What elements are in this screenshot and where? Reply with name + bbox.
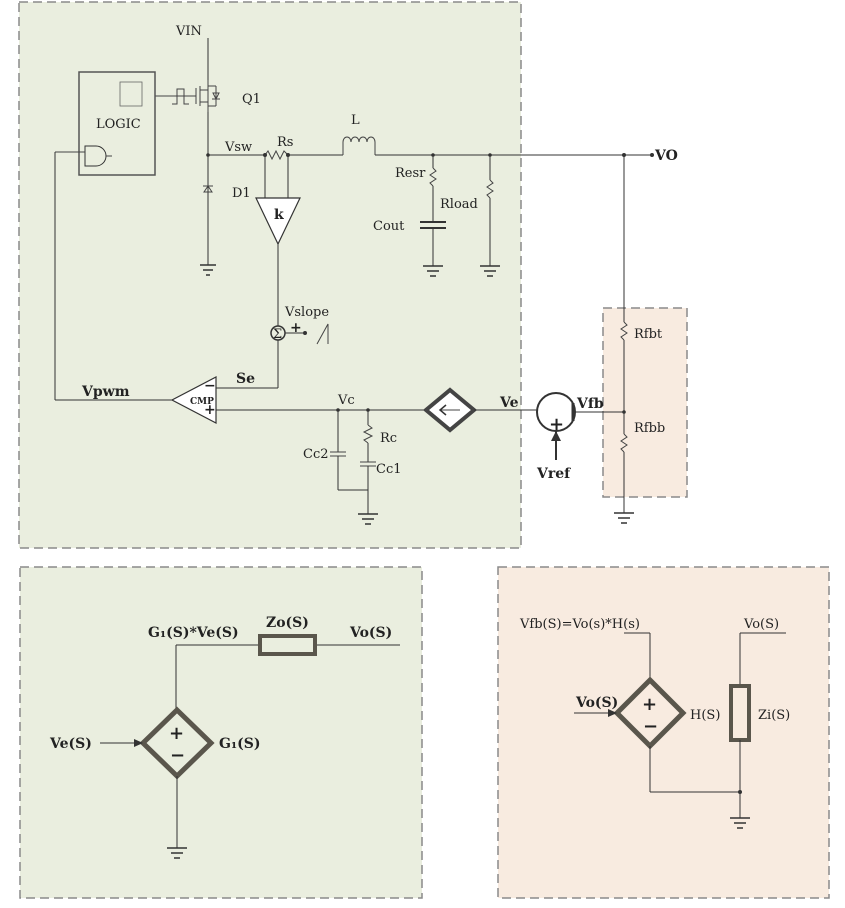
vo-in-label: Vo(S) — [575, 695, 618, 711]
q1-label: Q1 — [242, 92, 261, 107]
g1-minus: − — [170, 745, 185, 766]
h-minus: − — [643, 716, 658, 737]
rfbb-label: Rfbb — [634, 421, 665, 436]
h-plus: + — [642, 694, 657, 715]
sigma-label: Σ — [273, 327, 282, 342]
inductor-l — [342, 136, 376, 155]
ground-feedback — [614, 512, 634, 524]
ramp-icon — [316, 323, 329, 345]
feedback-divider-panel — [602, 307, 688, 498]
d1-label: D1 — [232, 186, 251, 201]
ground-feedback-model — [730, 817, 750, 829]
cmp-label: CMP — [190, 397, 214, 407]
error-plus: + — [549, 414, 564, 435]
cmp-comparator — [170, 376, 217, 424]
rfbt-resistor — [620, 321, 628, 341]
rc-resistor — [362, 424, 374, 444]
ground-d1 — [200, 264, 216, 276]
g1-label: G₁(S) — [219, 736, 260, 752]
k-label: k — [274, 207, 284, 223]
vin-label: VIN — [175, 24, 202, 39]
resr-label: Resr — [395, 166, 426, 181]
vo-top-label: Vo(S) — [743, 617, 779, 632]
vc-label: Vc — [337, 393, 355, 408]
g1-ve-label: G₁(S)*Ve(S) — [148, 625, 239, 641]
ve-in-label: Ve(S) — [49, 736, 92, 752]
rfbb-resistor — [620, 433, 628, 453]
and-gate-icon — [84, 145, 107, 167]
vslope-plus: + — [290, 320, 302, 336]
l-label: L — [351, 113, 360, 128]
output-model-panel — [19, 566, 423, 899]
power-stage-panel — [18, 1, 522, 549]
ground-output-model — [167, 847, 187, 859]
ve-label: Ve — [499, 395, 519, 411]
vref-label: Vref — [536, 466, 571, 482]
zo-impedance — [258, 634, 317, 656]
g1-plus: + — [169, 723, 184, 744]
vo-out-label: Vo(S) — [349, 625, 392, 641]
vfb-eq-label: Vfb(S)=Vo(s)*H(s) — [519, 617, 640, 632]
h-label: H(S) — [690, 708, 720, 723]
cout-label: Cout — [373, 219, 405, 234]
cmp-minus: − — [204, 378, 216, 394]
ground-comp — [358, 513, 378, 525]
se-label: Se — [236, 371, 255, 387]
cmp-plus: + — [204, 402, 216, 418]
cc1-label: Cc1 — [376, 462, 402, 477]
vpwm-label: Vpwm — [81, 384, 130, 400]
vsw-label: Vsw — [224, 140, 252, 155]
zo-label: Zo(S) — [266, 615, 309, 631]
k-amplifier — [255, 197, 301, 246]
zi-label: Zi(S) — [758, 708, 790, 723]
d1-diode — [203, 185, 213, 193]
cc2-label: Cc2 — [303, 447, 329, 462]
rs-resistor — [264, 149, 289, 161]
vo-label: VO — [654, 148, 678, 164]
rs-label: Rs — [277, 135, 293, 150]
rc-label: Rc — [380, 431, 397, 446]
logic-label: LOGIC — [96, 117, 141, 132]
resr-resistor — [429, 167, 437, 187]
arrow-left-icon — [438, 404, 447, 416]
rload-resistor — [486, 179, 494, 199]
vslope-label: Vslope — [284, 305, 329, 320]
rload-label: Rload — [440, 197, 478, 212]
flip-flop-icon — [119, 81, 143, 107]
rfbt-label: Rfbt — [634, 327, 663, 342]
gate-pulse-icon — [172, 88, 189, 105]
logic-block — [78, 71, 156, 176]
ground-cout — [423, 265, 443, 277]
ground-rload — [480, 265, 500, 277]
vfb-label: Vfb — [576, 396, 604, 412]
